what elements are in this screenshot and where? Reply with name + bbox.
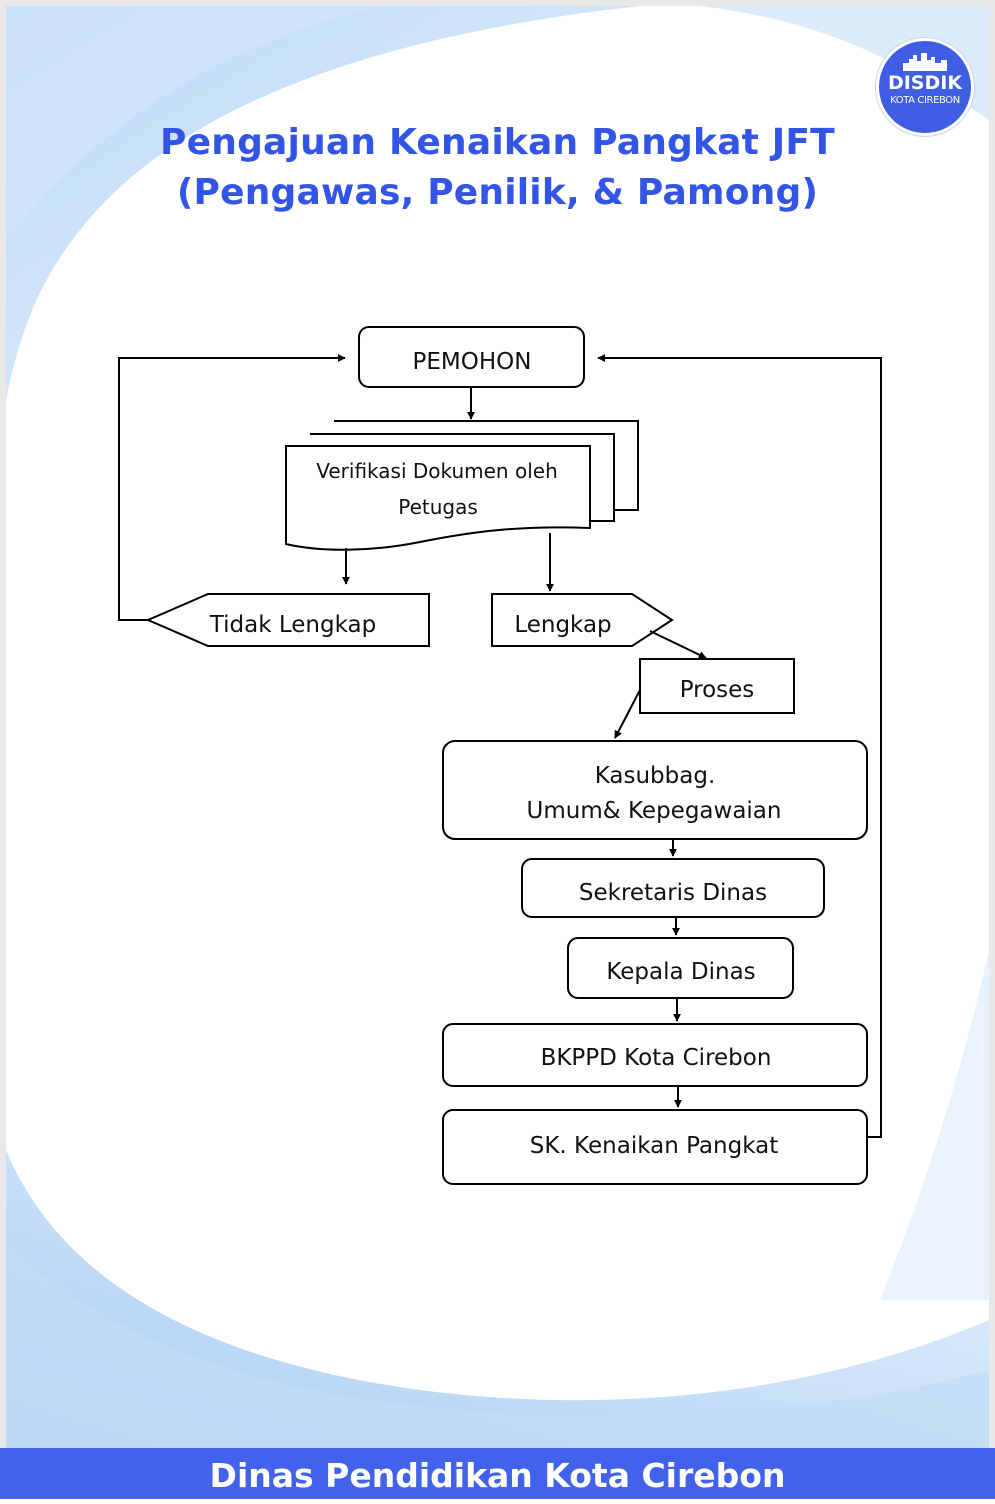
disdik-logo: DISDIK KOTA CIREBON [876, 38, 974, 136]
arrow-tidak-lengkap-pemohon [118, 354, 346, 621]
city-skyline-icon [903, 53, 947, 71]
arrow-sk-pemohon [597, 354, 882, 1138]
label-kasubbag-line1: Kasubbag. [595, 763, 716, 789]
node-tidak-lengkap [145, 593, 430, 647]
node-sk [442, 1109, 868, 1185]
label-verifikasi-line1: Verifikasi Dokumen oleh [316, 459, 558, 483]
label-kepala: Kepala Dinas [606, 959, 755, 985]
logo-text-city: KOTA CIREBON [890, 95, 960, 106]
footer-banner: Dinas Pendidikan Kota Cirebon [0, 1448, 995, 1499]
node-verifikasi [285, 420, 639, 551]
label-lengkap: Lengkap [514, 612, 611, 638]
label-pemohon: PEMOHON [413, 349, 532, 375]
node-bkppd [442, 1023, 868, 1087]
node-proses [639, 658, 795, 714]
label-kasubbag-line2: Umum& Kepegawaian [527, 798, 782, 824]
arrow-proses-kasubbag [614, 689, 641, 739]
label-verifikasi-line2: Petugas [398, 495, 478, 519]
node-kasubbag [442, 740, 868, 840]
label-proses: Proses [680, 677, 755, 703]
arrow-lengkap-proses [649, 630, 707, 659]
label-sk: SK. Kenaikan Pangkat [530, 1133, 779, 1159]
label-sekretaris: Sekretaris Dinas [579, 880, 767, 906]
label-bkppd: BKPPD Kota Cirebon [541, 1045, 772, 1071]
node-kepala [567, 937, 794, 999]
node-pemohon [358, 326, 585, 388]
page-subtitle: (Pengawas, Penilik, & Pamong) [176, 172, 819, 213]
page-title: Pengajuan Kenaikan Pangkat JFT [160, 122, 835, 163]
label-tidak-lengkap: Tidak Lengkap [209, 612, 376, 638]
node-sekretaris [521, 858, 825, 918]
logo-text-disdik: DISDIK [887, 72, 963, 94]
